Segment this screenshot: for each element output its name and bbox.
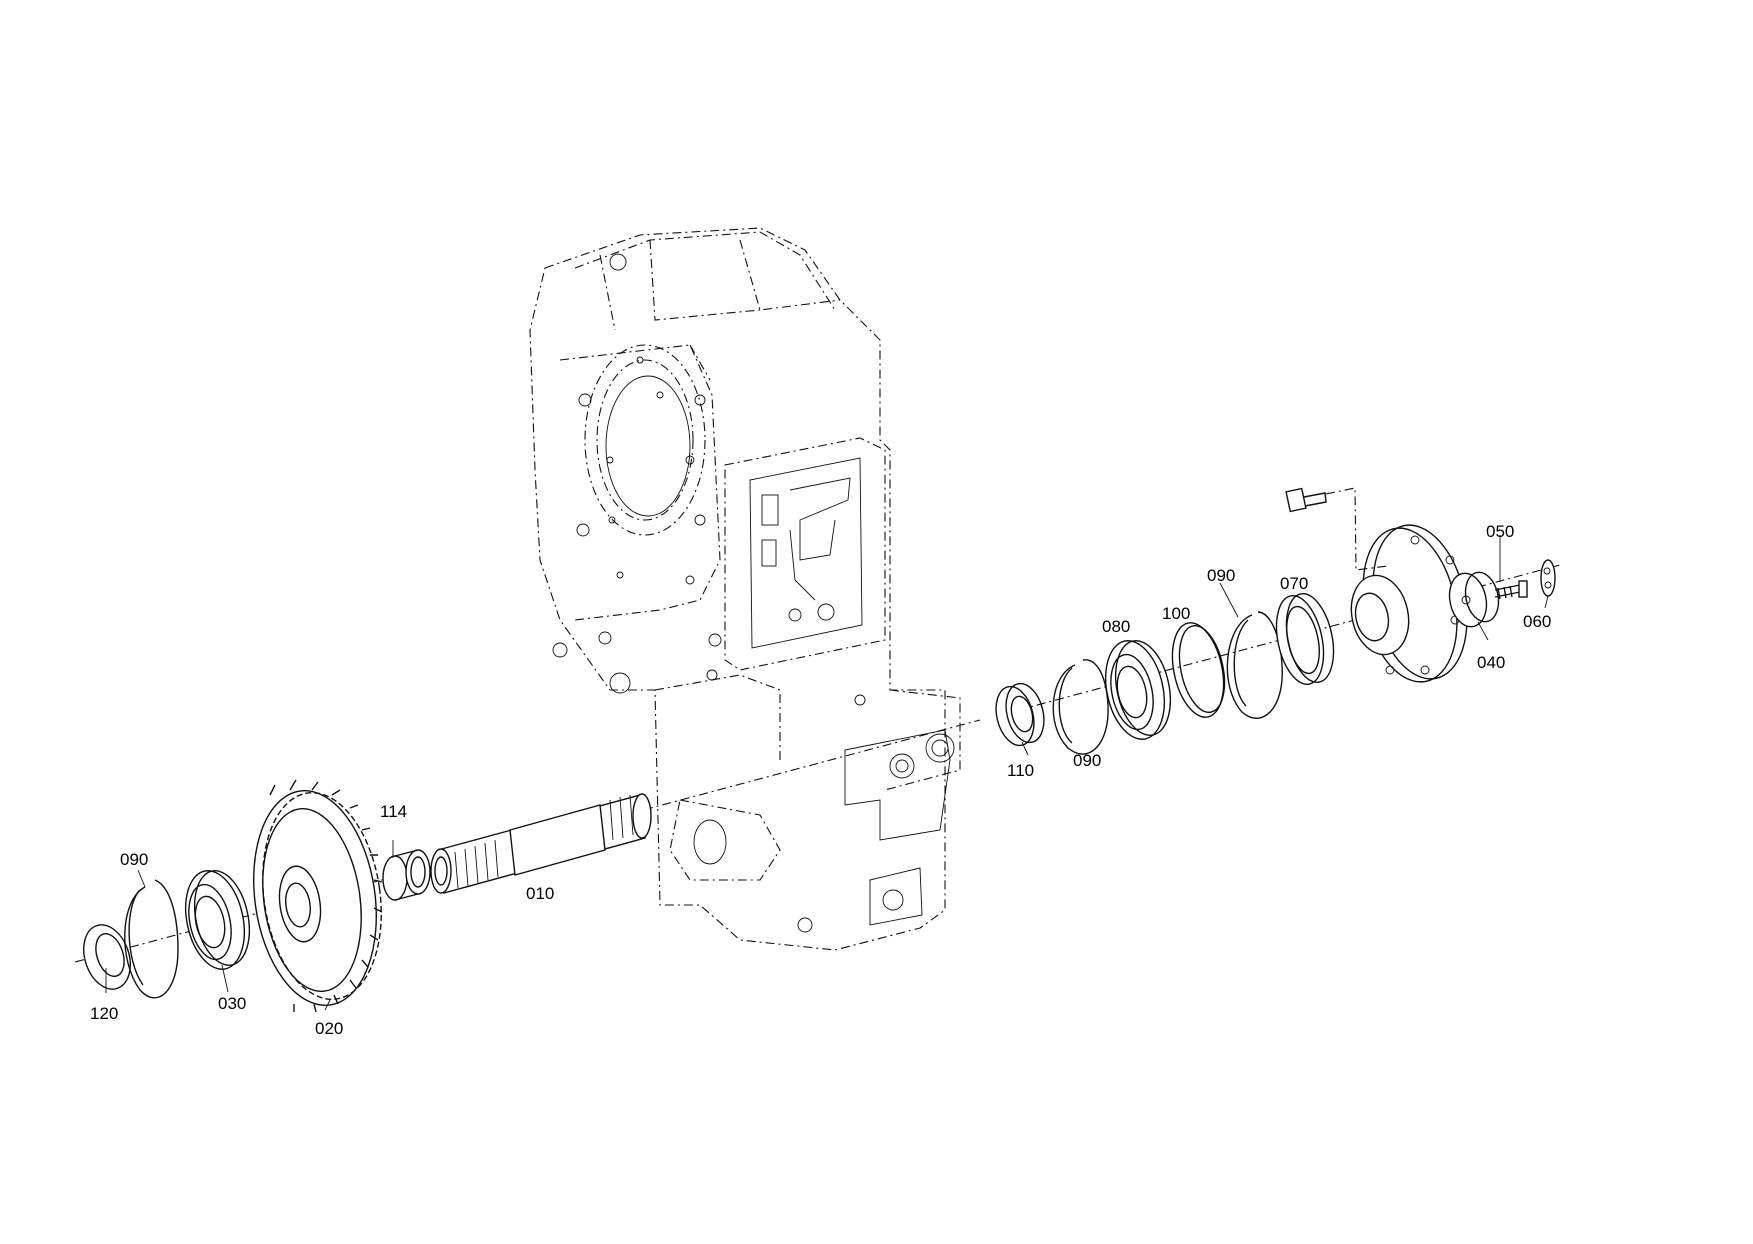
bearing-080: [1105, 640, 1172, 740]
lockplate-060: [1540, 559, 1556, 597]
seal-110: [995, 682, 1045, 747]
circlip-090-left: [124, 879, 179, 999]
bolt-top: [1285, 487, 1389, 571]
label-090-mid: 090: [1073, 751, 1102, 770]
label-020: 020: [315, 1019, 344, 1038]
label-010: 010: [526, 884, 555, 903]
label-070: 070: [1280, 574, 1309, 593]
shaft-010: [430, 793, 652, 894]
cover-040: [1448, 571, 1500, 628]
circlip-090-right: [1226, 611, 1283, 719]
circlip-090-mid: [1052, 659, 1109, 755]
label-080: 080: [1102, 617, 1131, 636]
label-090-left: 090: [120, 850, 149, 869]
gear-020: [253, 779, 383, 1013]
label-060: 060: [1523, 612, 1552, 631]
leader-lines: [105, 535, 1549, 1011]
bearing-030: [185, 870, 251, 970]
label-120: 120: [90, 1004, 119, 1023]
label-100: 100: [1162, 604, 1191, 623]
bolt-050: [1494, 580, 1528, 600]
label-030: 030: [218, 994, 247, 1013]
label-090-right: 090: [1207, 566, 1236, 585]
label-040: 040: [1477, 653, 1506, 672]
output-flange: [1350, 524, 1468, 683]
housing-bolt-holes: [552, 253, 866, 933]
shim-100: [1171, 622, 1226, 718]
sleeve-114: [382, 849, 431, 901]
label-110: 110: [1007, 761, 1035, 780]
shaft-seal-070: [1275, 593, 1335, 685]
label-114: 114: [380, 802, 408, 821]
transmission-housing: [529, 227, 961, 951]
label-050: 050: [1486, 522, 1515, 541]
washer-120: [83, 924, 131, 990]
